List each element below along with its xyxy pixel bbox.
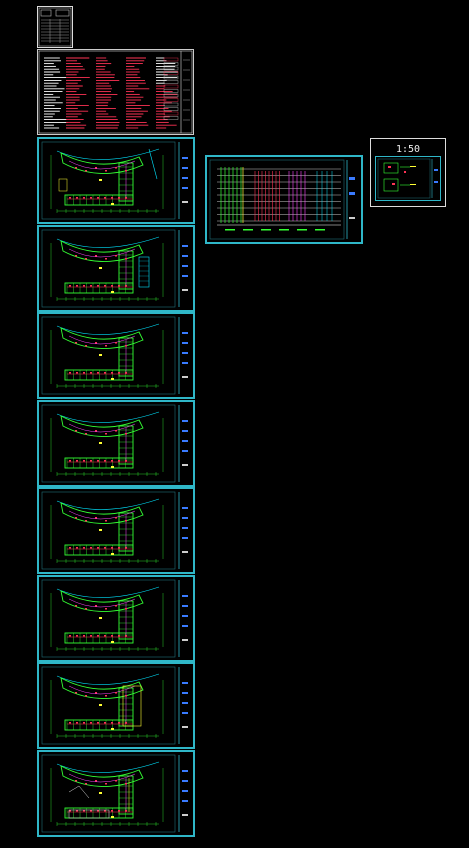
detail-drawing-icon	[377, 158, 438, 199]
floor-plan-drawing-icon	[41, 579, 188, 657]
floor-plan-drawing-icon	[41, 666, 188, 745]
floor-plan-drawing-icon	[41, 754, 188, 832]
floor-plan-3[interactable]	[37, 312, 195, 399]
floor-plan-2[interactable]	[37, 224, 195, 312]
floor-plan-drawing-icon	[41, 491, 188, 570]
riser-diagram-sheet[interactable]	[205, 155, 363, 244]
general-notes-sheet-icon	[38, 50, 193, 134]
floor-plan-drawing-icon	[41, 229, 188, 307]
detail-sheet[interactable]: 1:50	[370, 138, 446, 207]
floor-plan-7[interactable]	[37, 662, 195, 749]
cover-sheet[interactable]	[37, 6, 73, 48]
floor-plan-1[interactable]	[37, 137, 195, 224]
floor-plan-4[interactable]	[37, 399, 195, 487]
floor-plan-drawing-icon	[41, 141, 188, 220]
title-block-icon	[38, 7, 72, 47]
floor-plan-5[interactable]	[37, 487, 195, 574]
floor-plan-6[interactable]	[37, 574, 195, 662]
floor-plan-drawing-icon	[41, 316, 188, 395]
general-notes-sheet[interactable]	[37, 49, 194, 135]
detail-sheet-inner	[375, 156, 441, 201]
riser-diagram-icon	[209, 159, 355, 240]
scale-label: 1:50	[396, 144, 421, 155]
floor-plan-drawing-icon	[41, 404, 188, 482]
floor-plan-8[interactable]	[37, 749, 195, 837]
